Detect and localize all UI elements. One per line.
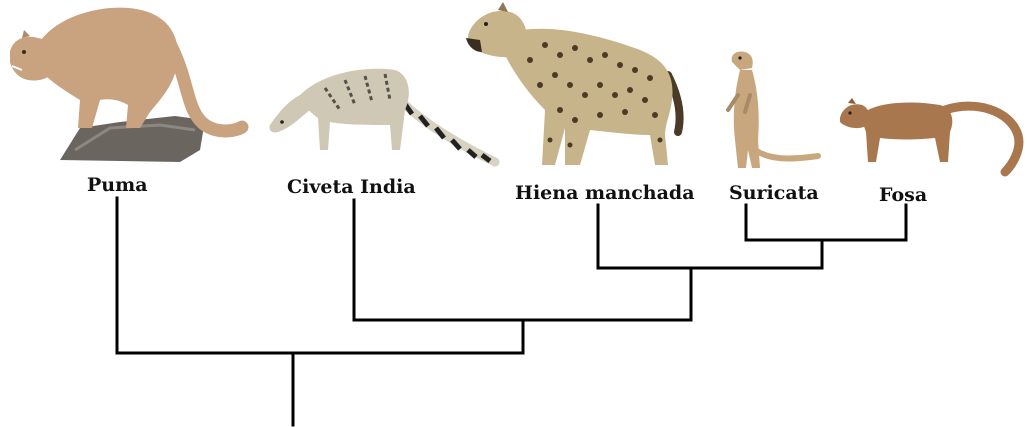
hyena-eye [484,22,488,26]
fossa-tail [940,101,1024,177]
hyena-head [468,10,527,58]
label-fosa: Fosa [879,184,928,206]
meerkat-body [733,70,760,168]
civet-illustration [269,68,500,167]
meerkat-arms [726,93,752,114]
label-puma: Puma [87,174,148,196]
puma-illustration [10,7,249,162]
hyena-illustration [466,2,684,165]
meerkat-tail [752,147,821,162]
hyena-spots [527,42,663,148]
fossa-ear [848,98,856,104]
label-civeta-india: Civeta India [287,176,416,198]
fossa-eye [848,111,852,115]
puma-ear [22,30,30,38]
label-hiena-manchada: Hiena manchada [515,182,695,204]
civet-head [269,95,310,133]
hyena-body [505,28,673,165]
hyena-muzzle [466,38,482,52]
meerkat-eye [738,56,742,60]
meerkat-head [731,51,753,70]
civet-eye [280,120,284,124]
puma-body [30,7,179,129]
puma-mouth [11,65,23,71]
puma-eye [22,50,26,54]
meerkat-illustration [726,51,821,168]
hyena-ear [498,2,508,12]
puma-tail [161,33,249,138]
fossa-body [860,102,953,162]
fossa-head [840,104,870,129]
fossa-illustration [840,98,1024,177]
civet-tail-rings [402,102,492,163]
label-suricata: Suricata [729,182,819,204]
